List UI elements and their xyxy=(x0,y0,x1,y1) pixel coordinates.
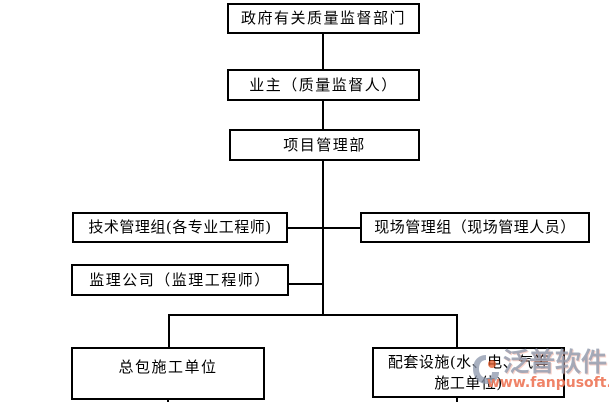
node-technical-management-group: 技术管理组(各专业工程师) xyxy=(72,212,288,243)
node-label: 业主（质量监督人） xyxy=(249,75,398,94)
node-owner-quality-supervisor: 业主（质量监督人） xyxy=(227,69,420,101)
connector-stub-contractor xyxy=(167,400,169,402)
node-label: 项目管理部 xyxy=(283,135,366,154)
connector-to-contractor xyxy=(168,314,170,347)
connector-gov-owner xyxy=(322,34,324,69)
node-government-quality-dept: 政府有关质量监督部门 xyxy=(227,3,420,34)
node-label: 现场管理组（现场管理人员） xyxy=(374,218,576,236)
node-general-contractor: 总包施工单位 xyxy=(71,347,265,400)
node-label: 政府有关质量监督部门 xyxy=(240,9,406,27)
node-label: 技术管理组(各专业工程师) xyxy=(88,218,272,236)
node-supporting-facilities: 配套设施(水、电、气等施工单位) xyxy=(372,347,565,398)
node-supervision-company: 监理公司（监理工程师） xyxy=(71,264,289,296)
node-label: 总包施工单位 xyxy=(118,358,218,376)
node-site-management-group: 现场管理组（现场管理人员） xyxy=(360,212,590,243)
node-label: 配套设施(水、电、气等施工单位) xyxy=(387,352,550,392)
connector-stub-facilities xyxy=(456,398,458,402)
connector-pm-spine xyxy=(322,161,324,316)
connector-supervision xyxy=(289,283,322,285)
node-label: 监理公司（监理工程师） xyxy=(89,270,271,289)
node-project-management-dept: 项目管理部 xyxy=(229,129,420,161)
connector-tech-site xyxy=(288,227,360,229)
connector-bottom-branch xyxy=(168,314,458,316)
connector-to-facilities xyxy=(456,314,458,347)
connector-owner-pm xyxy=(322,101,324,129)
